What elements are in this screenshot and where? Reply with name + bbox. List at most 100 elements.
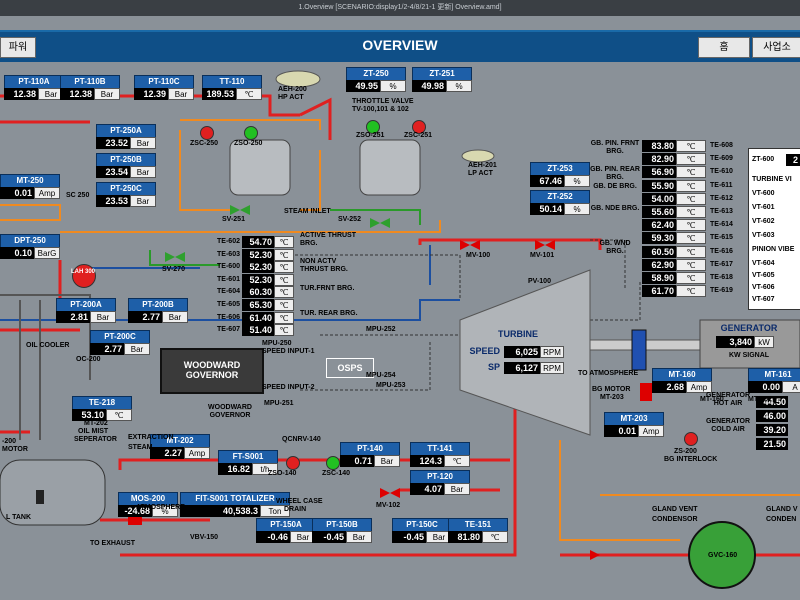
woodward-line1: WOODWARD — [183, 360, 241, 370]
label-steam: STEAM — [128, 444, 153, 451]
label-speed_in2: SPEED INPUT-2 — [262, 384, 315, 391]
label-mt161b: MT-161 — [748, 396, 772, 403]
temp-value: 65.30 — [242, 299, 274, 311]
tag-value: 124.3 — [410, 455, 444, 467]
tag-label: ZT-251 — [412, 67, 472, 81]
zso251-led — [366, 120, 380, 134]
tag-value: -24.68 — [118, 505, 152, 517]
temp-tag: TE-606 — [217, 313, 240, 321]
tag-label: PT-150C — [392, 518, 452, 532]
temp-unit: ℃ — [676, 153, 706, 166]
tag-value: 23.53 — [96, 195, 130, 207]
gen-cold-air-label: GENERATOR COLD AIR — [705, 418, 751, 433]
label-zso250: ZSO-250 — [234, 140, 263, 147]
vt604-label: VT-604 — [752, 260, 775, 267]
tag-unit: BarG — [34, 247, 60, 259]
tag-value: 12.39 — [134, 88, 168, 100]
pinion-vib-label: PINION VIBE — [752, 246, 795, 253]
tag-value: 4.07 — [410, 483, 444, 495]
label-atmosphere: ATMOSPHERE — [136, 504, 185, 511]
vt607-label: VT-607 — [752, 296, 775, 303]
temp-unit: ℃ — [676, 179, 706, 192]
temp-value: 62.40 — [642, 219, 676, 232]
turbine-vib-label: TURBINE VI — [752, 176, 792, 183]
tag-unit: ℃ — [106, 409, 132, 421]
label-bg_motor: BG MOTOR — [592, 386, 631, 393]
vt602-label: VT-602 — [752, 218, 775, 225]
label-throttle2: TV-100,101 & 102 — [352, 106, 409, 113]
tag-unit: Bar — [162, 311, 188, 323]
tag-value: 81.80 — [448, 531, 482, 543]
temp-unit: ℃ — [274, 248, 294, 261]
temp-unit: ℃ — [274, 261, 294, 274]
label-mv101: MV-101 — [530, 252, 555, 259]
label-non-active-thrust: NON ACTV THRUST BRG. — [300, 258, 348, 273]
tag-unit: Amp — [686, 381, 712, 393]
label-tank: L TANK — [6, 514, 32, 521]
tag-unit: Bar — [124, 343, 150, 355]
temp-unit: ℃ — [274, 273, 294, 286]
tag-label: TT-141 — [410, 442, 470, 456]
tag-unit: % — [564, 175, 590, 187]
temp-unit: ℃ — [676, 206, 706, 218]
power-button[interactable]: 파워 — [0, 37, 36, 58]
tag-value: 2.77 — [128, 311, 162, 323]
label-cond2: CONDEN — [766, 516, 797, 523]
temp-tag: TE-601 — [217, 275, 240, 283]
label-mv102: MV-102 — [376, 502, 401, 509]
temp-unit: ℃ — [274, 324, 294, 337]
osps-box[interactable]: OSPS — [326, 358, 374, 378]
temp-value: 52.30 — [242, 261, 274, 274]
temp-tag: TE-619 — [710, 287, 733, 295]
temp-value: 56.90 — [642, 166, 676, 179]
tag-value: 0.00 — [748, 381, 782, 393]
label-sc250: SC 250 — [66, 192, 90, 199]
label-sv251: SV-251 — [222, 216, 245, 223]
temp-tag: TE-614 — [710, 221, 733, 229]
vt606-label: VT-606 — [752, 284, 775, 291]
sp-value[interactable]: 6,127 — [504, 362, 540, 374]
zso140-led — [286, 456, 300, 470]
label-oil_cooler: OIL COOLER — [26, 342, 70, 349]
tag-label: PT-250A — [96, 124, 156, 138]
temp-value: 83.80 — [642, 140, 676, 152]
label-gvc: GVC-160 — [708, 552, 738, 559]
site-button[interactable]: 사업소 — [752, 37, 800, 58]
tag-unit: t/h — [252, 463, 278, 475]
sp-unit: RPM — [540, 362, 564, 374]
tag-label: PT-200C — [90, 330, 150, 344]
temp-unit: ℃ — [676, 258, 706, 271]
temp-value: 52.30 — [242, 248, 274, 261]
tag-value: 0.10 — [0, 247, 34, 259]
tag-value: -0.46 — [256, 531, 290, 543]
tag-value: 53.10 — [72, 409, 106, 421]
tag-unit: Amp — [34, 187, 60, 199]
label-separator: SEPERATOR — [74, 436, 117, 443]
tag-label: PT-110B — [60, 75, 120, 89]
tag-unit: % — [446, 80, 472, 92]
temp-tag: TE-609 — [710, 155, 733, 163]
tag-unit: % — [380, 80, 406, 92]
woodward-governor-button[interactable]: WOODWARD GOVERNOR — [160, 348, 264, 394]
tag-value: -0.45 — [392, 531, 426, 543]
tag-value: 40,538.3 — [180, 505, 260, 517]
tag-label: ZT-253 — [530, 162, 590, 176]
label-zso251: ZSO-251 — [356, 132, 385, 139]
temp-tag: TE-607 — [217, 326, 240, 334]
label-aeh201: AEH-201 — [468, 162, 497, 169]
header-bar: 파워 OVERVIEW 홈 사업소 — [0, 30, 800, 62]
label-zsc251: ZSC-251 — [404, 132, 433, 139]
zso250-led — [244, 126, 258, 140]
temp-value: 52.30 — [242, 273, 274, 286]
tag-value: 23.54 — [96, 166, 130, 178]
label-mpu254: MPU-254 — [366, 372, 396, 379]
temp-unit: ℃ — [274, 236, 294, 248]
temp-value: 60.30 — [242, 286, 274, 299]
vt600-label: VT-600 — [752, 190, 775, 197]
tag-label: PT-200A — [56, 298, 116, 312]
home-button[interactable]: 홈 — [698, 37, 750, 58]
generator-kw-unit: kW — [754, 336, 774, 348]
tag-label: PT-140 — [340, 442, 400, 456]
tag-unit: ℃ — [482, 531, 508, 543]
label-mv100: MV-100 — [466, 252, 491, 259]
